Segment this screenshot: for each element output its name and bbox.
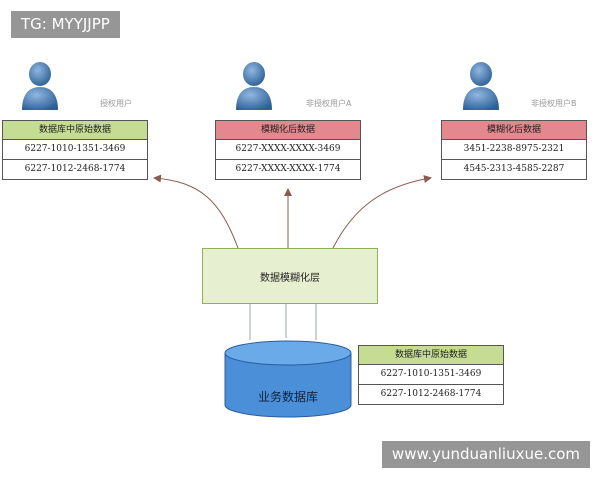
unauthorized-user-b-label: 非授权用户B (531, 99, 577, 108)
table-row: 6227-XXXX-XXXX-1774 (216, 159, 360, 179)
table-row: 6227-1010-1351-3469 (24, 144, 126, 154)
table-header: 模糊化后数据 (216, 121, 360, 140)
database-data-table: 数据库中原始数据 6227-1010-1351-3469 6227-1012-2… (358, 345, 504, 405)
table-row: 6227-1010-1351-3469 (380, 369, 482, 379)
unauthorized-user-b-icon (460, 60, 502, 112)
table-row: 6227-1012-2468-1774 (359, 384, 503, 404)
data-masking-layer: 数据模糊化层 (202, 248, 378, 304)
authorized-user-label: 授权用户 (100, 99, 132, 108)
unauthorized-user-a-label: 非授权用户A (306, 99, 352, 108)
table-header: 模糊化后数据 (442, 121, 586, 140)
authorized-user-icon (19, 60, 61, 112)
watermark-top-left: TG: MYYJJPP (11, 11, 120, 38)
watermark-bottom-right: www.yunduanliuxue.com (381, 441, 590, 468)
table-header: 数据库中原始数据 (359, 346, 503, 365)
table-row: 6227-1012-2468-1774 (3, 159, 147, 179)
table-row: 6227-XXXX-XXXX-3469 (235, 144, 341, 154)
arrow-to-unauthorized-user-b (332, 175, 432, 249)
table-row: 3451-2238-8975-2321 (463, 144, 565, 154)
unauthorized-b-data-table: 模糊化后数据 3451-2238-8975-2321 4545-2313-458… (441, 120, 587, 180)
database-cylinder (224, 340, 352, 418)
table-row: 4545-2313-4585-2287 (442, 159, 586, 179)
database-label: 业务数据库 (257, 390, 318, 404)
unauthorized-user-a-icon (233, 60, 275, 112)
unauthorized-a-data-table: 模糊化后数据 6227-XXXX-XXXX-3469 6227-XXXX-XXX… (215, 120, 361, 180)
authorized-data-table: 数据库中原始数据 6227-1010-1351-3469 6227-1012-2… (2, 120, 148, 180)
data-masking-layer-label: 数据模糊化层 (260, 272, 320, 284)
table-header: 数据库中原始数据 (3, 121, 147, 140)
arrow-to-authorized-user (153, 174, 239, 249)
